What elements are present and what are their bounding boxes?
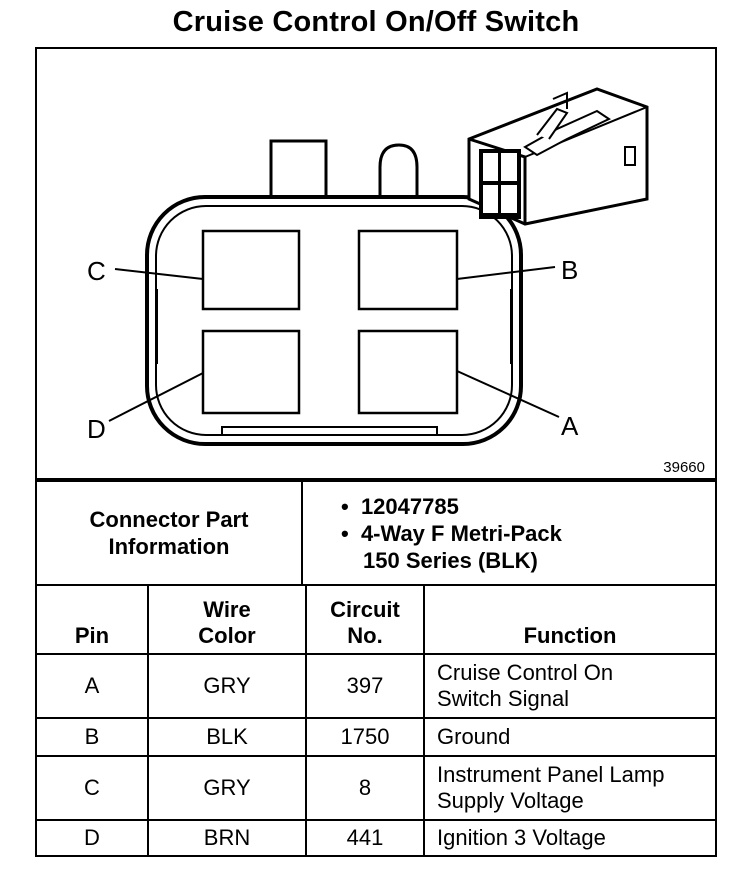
cell-pin: A (35, 653, 149, 719)
table-row: B BLK 1750 Ground (35, 717, 717, 757)
pin-cavity-a (357, 329, 459, 415)
cell-circuit: 8 (305, 755, 425, 821)
pin-label-c: C (87, 256, 106, 286)
cell-wire-color: GRY (147, 755, 307, 821)
table-row: D BRN 441 Ignition 3 Voltage (35, 819, 717, 857)
cell-pin: D (35, 819, 149, 857)
cell-pin: C (35, 755, 149, 821)
connector-info-item: • 4-Way F Metri-Pack (341, 520, 562, 546)
connector-top-tab (269, 139, 328, 205)
cell-wire-color: BRN (147, 819, 307, 857)
cell-function: Ground (423, 717, 717, 757)
leader-line-d (108, 372, 204, 422)
cell-pin: B (35, 717, 149, 757)
leader-line-a (456, 370, 560, 418)
pin-label-a: A (561, 411, 579, 441)
connector-info-item: 150 Series (BLK) (363, 547, 538, 573)
pin-label-d: D (87, 414, 106, 444)
cell-function: Ignition 3 Voltage (423, 819, 717, 857)
connector-info-table: Connector Part Information • 12047785 • … (35, 480, 717, 586)
connector-info-item: • 12047785 (341, 493, 459, 519)
leader-line-c (114, 268, 204, 280)
pin-cavity-c (201, 229, 301, 311)
connector-3d-view (467, 87, 649, 226)
figure-number: 39660 (663, 459, 705, 476)
cell-wire-color: GRY (147, 653, 307, 719)
cell-circuit: 1750 (305, 717, 425, 757)
pin-cavity-d (201, 329, 301, 415)
pin-cavity-b (357, 229, 459, 311)
cell-circuit: 397 (305, 653, 425, 719)
connector-face-drawing (108, 87, 649, 446)
cell-circuit: 441 (305, 819, 425, 857)
leader-line-b (456, 266, 556, 280)
cell-wire-color: BLK (147, 717, 307, 757)
connector-info-list: • 12047785 • 4-Way F Metri-Pack 150 Seri… (301, 480, 717, 586)
pin-label-b: B (561, 255, 579, 285)
connector-info-label: Connector Part Information (35, 480, 303, 586)
connector-diagram: C B D A 39660 (35, 47, 717, 480)
header-function: Function (423, 584, 717, 655)
page-title: Cruise Control On/Off Switch (172, 6, 580, 38)
header-pin: Pin (35, 584, 149, 655)
